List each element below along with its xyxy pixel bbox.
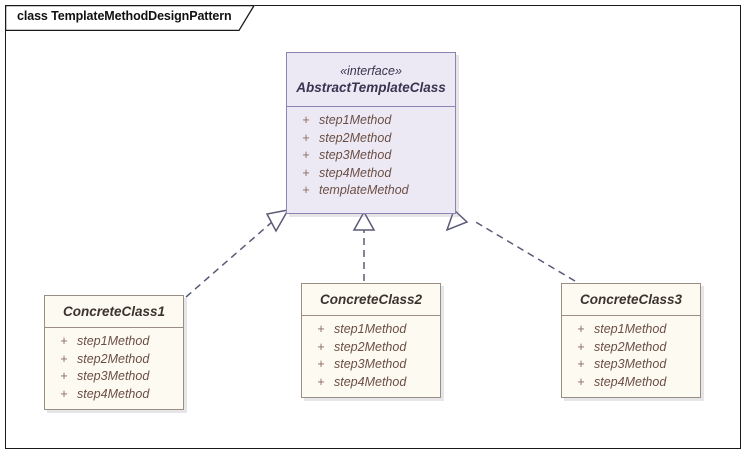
member-visibility: + [317, 322, 325, 336]
member-name: step4Method [319, 165, 392, 180]
class-box-concrete-class-1[interactable]: ConcreteClass1 + step1Method + step2Meth… [44, 295, 187, 413]
class-stereotype: «interface» [340, 63, 402, 78]
diagram-frame [5, 5, 741, 449]
class-members: + step1Method + step2Method + step3Metho… [287, 107, 455, 213]
member-row: + step4Method [293, 165, 455, 183]
member-row: + step2Method [308, 339, 440, 357]
member-visibility: + [60, 351, 68, 366]
class-box-abstract-template-class[interactable]: «interface» AbstractTemplateClass + step… [286, 52, 459, 217]
member-name: step3Method [334, 357, 407, 371]
realization-arrowhead-concrete2 [352, 210, 376, 231]
class-box-concrete-class-2[interactable]: ConcreteClass2 + step1Method + step2Meth… [301, 283, 444, 401]
member-visibility: + [317, 339, 325, 354]
class-header: «interface» AbstractTemplateClass [287, 53, 455, 107]
diagram-tab-shape [5, 5, 255, 31]
class-name: ConcreteClass2 [319, 292, 423, 307]
member-name: step2Method [594, 339, 667, 354]
member-visibility: + [302, 130, 310, 145]
member-row: + step3Method [568, 356, 700, 374]
member-row: + step1Method [308, 321, 440, 339]
class-name: ConcreteClass1 [62, 304, 166, 319]
member-row: + step1Method [293, 112, 455, 130]
member-visibility: + [577, 339, 585, 354]
class-name: AbstractTemplateClass [296, 79, 446, 95]
member-name: step1Method [319, 113, 392, 127]
diagram-title-tab[interactable]: class TemplateMethodDesignPattern [5, 5, 255, 31]
member-row: + templateMethod [293, 182, 455, 200]
realization-line-concrete3 [473, 220, 576, 282]
realization-arrowhead-concrete3 [445, 208, 469, 232]
member-name: templateMethod [319, 183, 409, 197]
realization-arrowhead-concrete1 [265, 208, 290, 233]
box-body: ConcreteClass2 + step1Method + step2Meth… [301, 283, 441, 398]
member-row: + step2Method [568, 339, 700, 357]
class-members: + step1Method + step2Method + step3Metho… [45, 328, 183, 409]
class-header: ConcreteClass1 [45, 296, 183, 328]
member-name: step3Method [77, 369, 150, 383]
member-visibility: + [317, 357, 325, 371]
member-visibility: + [60, 369, 68, 383]
realization-line-concrete1 [185, 221, 273, 298]
member-visibility: + [302, 148, 310, 162]
member-name: step2Method [77, 351, 150, 366]
member-visibility: + [577, 357, 585, 371]
diagram-title-label: class TemplateMethodDesignPattern [17, 9, 232, 23]
member-row: + step1Method [568, 321, 700, 339]
member-row: + step4Method [308, 374, 440, 392]
member-visibility: + [317, 374, 325, 389]
member-name: step1Method [334, 322, 407, 336]
member-name: step1Method [77, 334, 150, 348]
box-body: «interface» AbstractTemplateClass + step… [286, 52, 456, 214]
member-row: + step3Method [293, 147, 455, 165]
member-row: + step4Method [51, 386, 183, 404]
member-row: + step2Method [293, 130, 455, 148]
box-body: ConcreteClass3 + step1Method + step2Meth… [561, 283, 701, 398]
class-members: + step1Method + step2Method + step3Metho… [302, 316, 440, 397]
class-name: ConcreteClass3 [579, 292, 683, 307]
class-header: ConcreteClass3 [562, 284, 700, 316]
member-name: step1Method [594, 322, 667, 336]
member-visibility: + [60, 386, 68, 401]
class-members: + step1Method + step2Method + step3Metho… [562, 316, 700, 397]
member-visibility: + [302, 113, 310, 127]
member-visibility: + [577, 374, 585, 389]
class-header: ConcreteClass2 [302, 284, 440, 316]
member-name: step3Method [594, 357, 667, 371]
member-name: step3Method [319, 148, 392, 162]
member-name: step2Method [334, 339, 407, 354]
member-visibility: + [302, 183, 310, 197]
member-name: step2Method [319, 130, 392, 145]
member-row: + step3Method [51, 368, 183, 386]
member-row: + step1Method [51, 333, 183, 351]
member-visibility: + [302, 165, 310, 180]
box-body: ConcreteClass1 + step1Method + step2Meth… [44, 295, 184, 410]
member-name: step4Method [77, 386, 150, 401]
member-row: + step4Method [568, 374, 700, 392]
member-row: + step2Method [51, 351, 183, 369]
class-box-concrete-class-3[interactable]: ConcreteClass3 + step1Method + step2Meth… [561, 283, 704, 401]
member-name: step4Method [594, 374, 667, 389]
member-row: + step3Method [308, 356, 440, 374]
member-visibility: + [577, 322, 585, 336]
member-visibility: + [60, 334, 68, 348]
member-name: step4Method [334, 374, 407, 389]
